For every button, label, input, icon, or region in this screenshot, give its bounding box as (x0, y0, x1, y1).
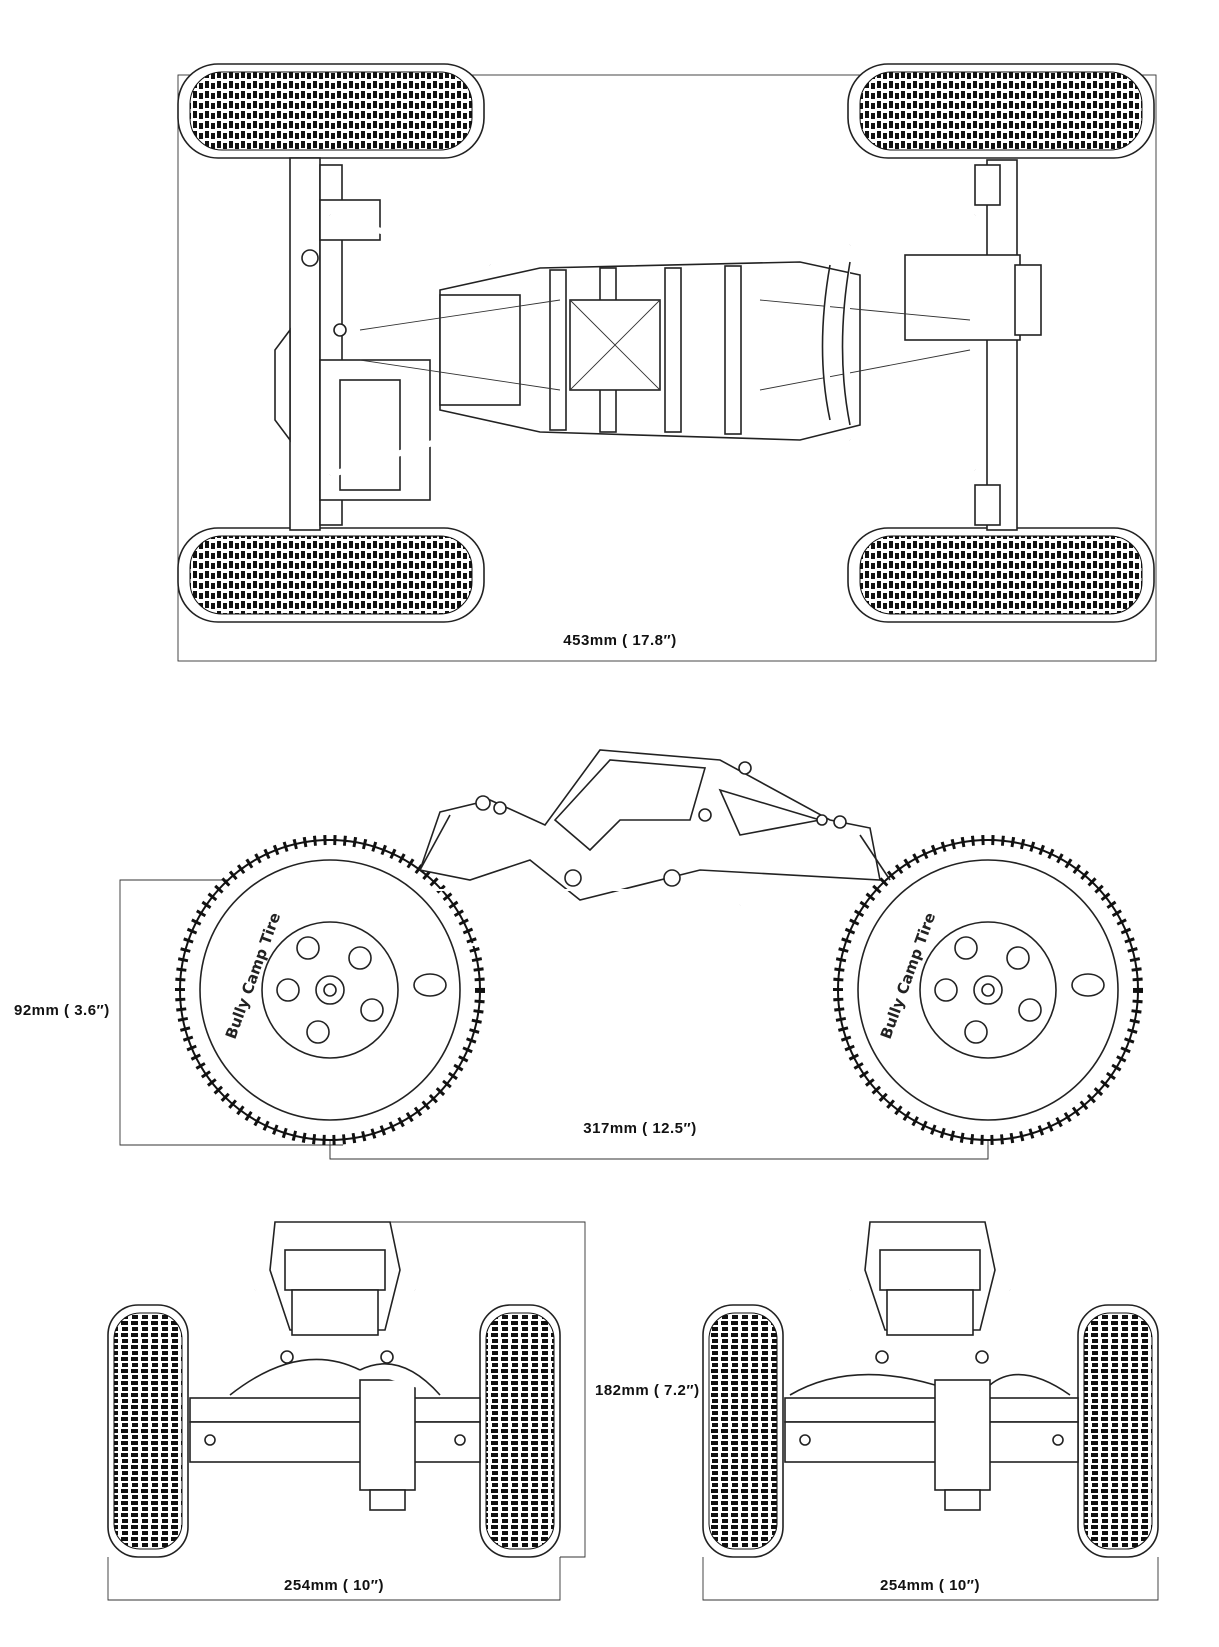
rear-right-tire (1077, 1304, 1159, 1558)
front-view-height-frame (275, 1221, 586, 1558)
top-view-wheelbase-label: 453mm ( 17.8″) (563, 632, 676, 649)
top-view-dimension-frame (177, 74, 1157, 662)
side-view-ground-clearance-label: 92mm ( 3.6″) (14, 1002, 110, 1019)
top-right-axle (904, 159, 1042, 531)
side-view-wheel-distance-label: 317mm ( 12.5″) (583, 1120, 696, 1137)
front-view-height-label: 182mm ( 7.2″) (595, 1382, 700, 1399)
top-left-axle (274, 157, 431, 531)
top-chassis-frame (439, 261, 861, 441)
front-cage (233, 1221, 437, 1391)
top-view: 453mm ( 17.8″) (177, 63, 1157, 662)
top-left-front-tire (177, 63, 485, 159)
side-view: Bully Camp Tire Bully Camp Tire (14, 749, 1143, 1160)
rear-cage (828, 1221, 1032, 1391)
top-right-rear-tire (847, 527, 1155, 623)
front-view-width-frame (107, 1557, 561, 1601)
rear-view-width-label: 254mm ( 10″) (880, 1577, 980, 1594)
rear-left-tire (702, 1304, 784, 1558)
top-left-rear-tire (177, 527, 485, 623)
rear-view: 254mm ( 10″) (702, 1221, 1159, 1601)
front-axle (189, 1350, 481, 1511)
side-left-wheel: Bully Camp Tire (175, 835, 485, 1145)
side-view-wheel-distance-frame (329, 1145, 989, 1160)
front-left-tire (107, 1304, 189, 1558)
top-suspension-links (329, 212, 976, 478)
rear-axle (784, 1350, 1079, 1511)
side-chassis-frame (418, 749, 891, 947)
top-right-front-tire (847, 63, 1155, 159)
side-right-wheel: Bully Camp Tire (833, 835, 1143, 1145)
front-view: 182mm ( 7.2″) 254mm ( 10″) (107, 1221, 700, 1601)
rear-view-width-frame (702, 1557, 1159, 1601)
front-right-tire (479, 1304, 561, 1558)
front-view-width-label: 254mm ( 10″) (284, 1577, 384, 1594)
